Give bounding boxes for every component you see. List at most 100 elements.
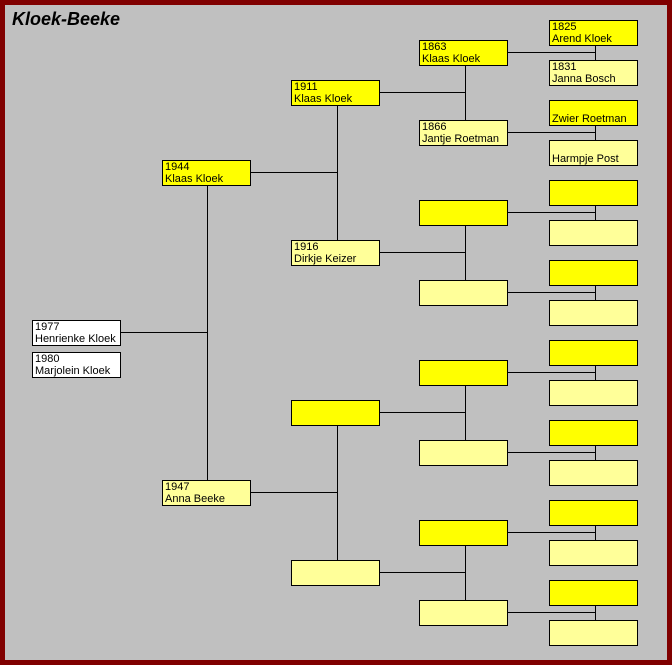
person-year: 1911 <box>294 81 318 93</box>
person-name: Anna Beeke <box>165 493 225 505</box>
father-box[interactable] <box>419 360 508 386</box>
father-box[interactable] <box>549 340 638 366</box>
mother-box[interactable] <box>549 460 638 486</box>
person-name <box>550 593 637 605</box>
mother-box[interactable] <box>549 540 638 566</box>
father-box[interactable] <box>419 200 508 226</box>
mother-box[interactable] <box>549 620 638 646</box>
person-name <box>550 633 637 645</box>
connector-line <box>507 212 595 213</box>
connector-line <box>507 52 595 53</box>
connector-line <box>507 612 595 613</box>
person-year <box>550 141 637 153</box>
connector-line <box>465 545 466 600</box>
connector-line <box>507 372 595 373</box>
person-year <box>420 281 507 293</box>
connector-line <box>465 225 466 280</box>
person-year: 1866 <box>422 121 447 133</box>
connector-line <box>507 292 595 293</box>
person-name: Arend Kloek <box>552 33 612 45</box>
father-box[interactable] <box>549 180 638 206</box>
mother-box[interactable] <box>549 380 638 406</box>
mother-box[interactable]: Harmpje Post <box>549 140 638 166</box>
person-year <box>292 561 379 573</box>
connector-line <box>507 452 595 453</box>
person-name: Henrienke Kloek <box>35 333 116 345</box>
connector-line <box>379 252 465 253</box>
father-box[interactable] <box>419 520 508 546</box>
person-name: Klaas Kloek <box>422 53 481 65</box>
person-year <box>550 421 637 433</box>
person-name <box>420 293 507 305</box>
person-name <box>292 573 379 585</box>
father-box[interactable] <box>549 260 638 286</box>
person-name: Dirkje Keizer <box>294 253 357 265</box>
person-name <box>420 373 507 385</box>
person-name: Marjolein Kloek <box>35 365 111 377</box>
person-year: 1863 <box>422 41 447 53</box>
mother-box[interactable] <box>549 220 638 246</box>
connector-line <box>595 445 596 460</box>
person-year <box>550 101 637 113</box>
person-name <box>420 613 507 625</box>
person-name: Klaas Kloek <box>165 173 224 185</box>
person-year <box>420 601 507 613</box>
connector-line <box>207 185 208 480</box>
father-box[interactable] <box>291 400 380 426</box>
father-box[interactable] <box>549 580 638 606</box>
connector-line <box>119 332 207 333</box>
person-year <box>550 301 637 313</box>
person-name <box>420 533 507 545</box>
connector-line <box>595 365 596 380</box>
person-year <box>550 581 637 593</box>
connector-line <box>507 132 595 133</box>
person-year <box>420 361 507 373</box>
person-year <box>550 181 637 193</box>
person-year: 1916 <box>294 241 319 253</box>
person-name <box>550 193 637 205</box>
person-year: 1980 <box>35 353 60 365</box>
connector-line <box>337 425 338 560</box>
connector-line <box>595 205 596 220</box>
mother-box[interactable] <box>549 300 638 326</box>
person-year <box>292 401 379 413</box>
person-name: Harmpje Post <box>552 153 619 165</box>
mother-box[interactable] <box>419 600 508 626</box>
father-box[interactable] <box>549 500 638 526</box>
connector-line <box>595 45 596 60</box>
person-year: 1947 <box>165 481 190 493</box>
connector-line <box>595 605 596 620</box>
mother-box[interactable] <box>419 280 508 306</box>
father-box[interactable] <box>549 420 638 446</box>
person-year <box>420 441 507 453</box>
person-year: 1944 <box>165 161 190 173</box>
person-year: 1825 <box>552 21 577 33</box>
connector-line <box>337 105 338 240</box>
father-box[interactable]: Zwier Roetman <box>549 100 638 126</box>
connector-line <box>250 492 337 493</box>
person-year <box>420 201 507 213</box>
person-year <box>550 261 637 273</box>
person-name <box>550 353 637 365</box>
person-name <box>550 393 637 405</box>
person-name: Jantje Roetman <box>422 133 500 145</box>
mother-box[interactable] <box>419 440 508 466</box>
connector-line <box>379 412 465 413</box>
person-year <box>550 461 637 473</box>
person-year <box>550 621 637 633</box>
connector-line <box>250 172 337 173</box>
mother-box[interactable] <box>291 560 380 586</box>
person-name <box>550 313 637 325</box>
chart-title: Kloek-Beeke <box>12 9 121 29</box>
person-name <box>550 513 637 525</box>
